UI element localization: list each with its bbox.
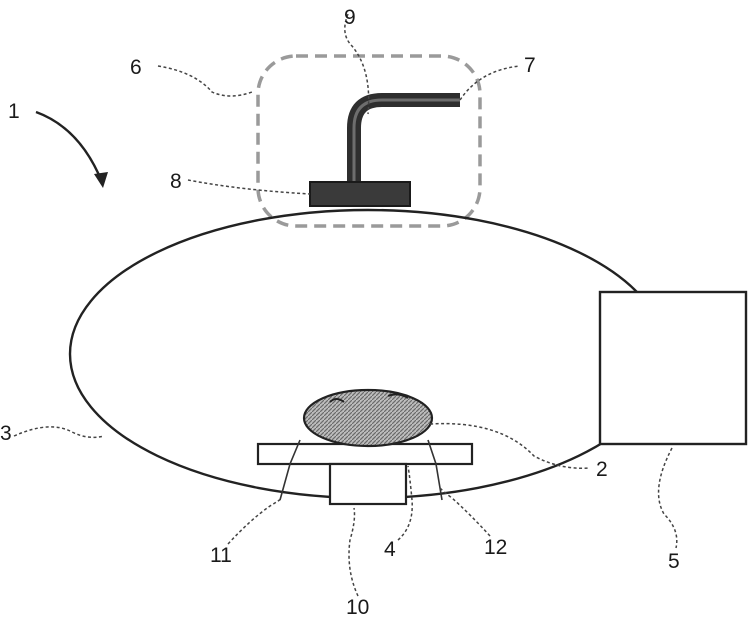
leader-8 bbox=[187, 179, 311, 195]
head-block bbox=[309, 181, 411, 207]
label-6: 6 bbox=[130, 56, 142, 79]
leader-1 bbox=[35, 110, 104, 183]
leader-2 bbox=[429, 422, 591, 469]
label-9: 9 bbox=[344, 6, 356, 29]
cone-right-edge bbox=[427, 439, 443, 501]
leader-6 bbox=[157, 65, 253, 97]
label-10: 10 bbox=[346, 596, 369, 619]
label-11: 11 bbox=[210, 544, 232, 567]
dashed-region-outline bbox=[256, 54, 482, 228]
tube-highlight bbox=[352, 98, 460, 184]
leader-4 bbox=[397, 465, 413, 541]
leader-11 bbox=[227, 497, 283, 545]
leader-1-arrowhead bbox=[94, 172, 108, 188]
label-5: 5 bbox=[668, 550, 680, 573]
base-support bbox=[328, 462, 408, 506]
workpiece-arrow-right bbox=[387, 393, 409, 399]
workpiece-body bbox=[302, 388, 434, 448]
label-1: 1 bbox=[8, 100, 20, 123]
label-3: 3 bbox=[0, 422, 12, 445]
leader-7 bbox=[459, 65, 521, 101]
label-7: 7 bbox=[524, 54, 536, 77]
label-12: 12 bbox=[484, 536, 507, 559]
label-4: 4 bbox=[384, 538, 396, 561]
cone-left-edge bbox=[279, 439, 301, 501]
unit-box bbox=[598, 290, 748, 446]
leader-10 bbox=[348, 507, 359, 597]
tube bbox=[347, 93, 460, 184]
leader-9 bbox=[344, 13, 370, 115]
leader-5 bbox=[657, 447, 678, 549]
leader-3 bbox=[13, 426, 105, 439]
label-8: 8 bbox=[170, 170, 182, 193]
label-2: 2 bbox=[596, 458, 608, 481]
workpiece-arrow-left bbox=[329, 398, 345, 403]
leader-12 bbox=[439, 487, 491, 537]
